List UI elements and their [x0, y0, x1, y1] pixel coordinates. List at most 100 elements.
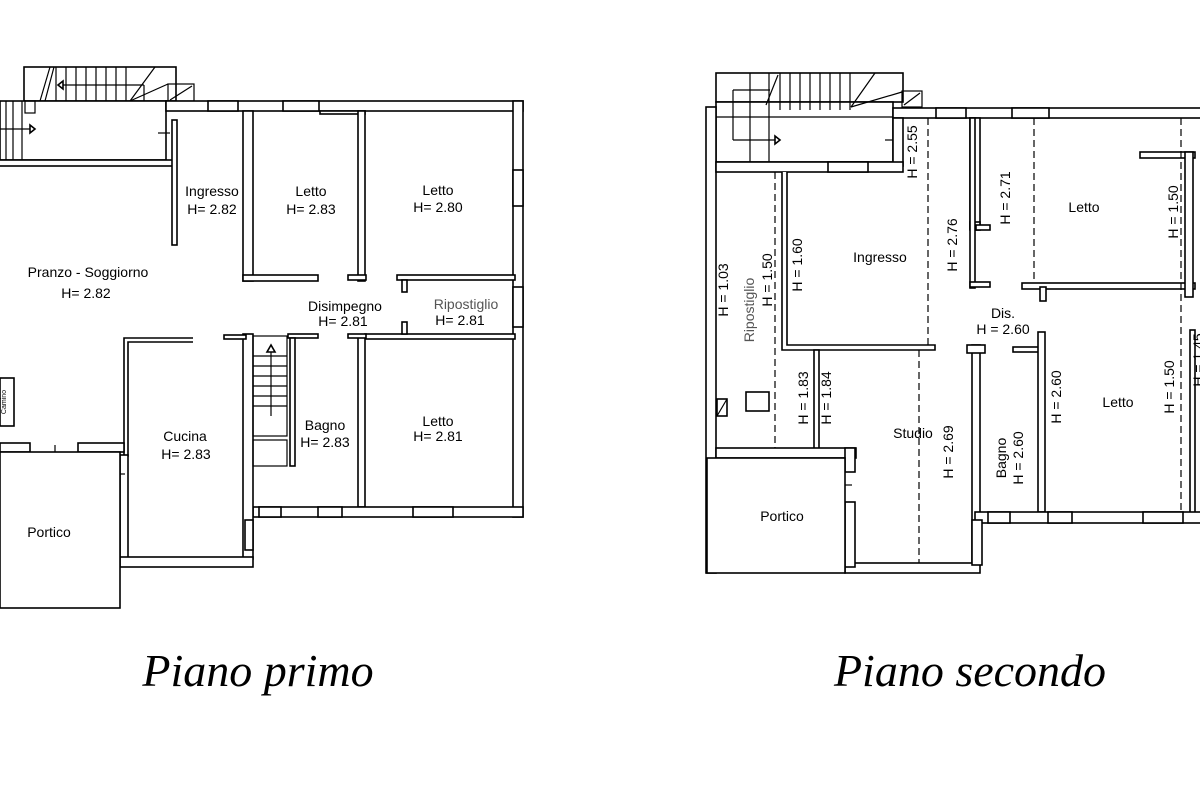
fireplace	[0, 377, 15, 427]
room-height-bagno: H= 2.83	[300, 434, 350, 450]
camino-label: Camino	[1, 390, 8, 414]
wall	[1139, 151, 1196, 159]
height-label: H = 1.60	[789, 238, 805, 292]
portico-outline	[0, 451, 121, 609]
window	[317, 506, 343, 518]
room-label-ingresso: Ingresso	[185, 183, 239, 199]
height-label: H = 1.45	[1190, 333, 1200, 387]
wall	[252, 506, 524, 518]
wall	[287, 333, 319, 339]
cucina-walls	[112, 337, 254, 568]
window	[512, 286, 524, 328]
wall	[401, 279, 408, 293]
wall	[396, 274, 516, 281]
wall	[971, 519, 983, 566]
window	[258, 506, 282, 518]
room-height-disimpegno: H= 2.81	[318, 313, 368, 329]
wall	[844, 447, 856, 473]
wall	[966, 344, 986, 354]
room-height-ripostiglio: H= 2.81	[435, 312, 485, 328]
room-label-portico: Portico	[760, 508, 804, 524]
wall	[1021, 282, 1196, 290]
wall	[1184, 151, 1194, 298]
window	[935, 107, 967, 119]
room-height-cucina: H= 2.83	[161, 446, 211, 462]
height-label: H = 1.50	[1161, 360, 1177, 414]
room-label-letto: Letto	[295, 183, 326, 199]
wall	[0, 159, 175, 167]
wall	[77, 442, 125, 453]
height-label: H = 1.03	[715, 263, 731, 317]
room-height-ingresso: H= 2.82	[187, 201, 237, 217]
room-label-cucina: Cucina	[163, 428, 207, 444]
room-label-letto: Letto	[1102, 394, 1133, 410]
plan-piano-secondo: Ingresso Ripostiglio Studio Portico Lett…	[705, 72, 1200, 696]
wall	[892, 117, 904, 167]
wall	[844, 501, 856, 568]
window	[987, 511, 1011, 524]
room-label-letto: Letto	[422, 182, 453, 198]
wall	[781, 172, 936, 351]
room-label-studio: Studio	[893, 425, 933, 441]
wall	[969, 117, 976, 289]
window	[827, 161, 869, 173]
room-label-disimpegno: Disimpegno	[308, 298, 382, 314]
wall	[715, 161, 904, 173]
window	[207, 100, 239, 112]
height-label: H = 1.84	[818, 371, 834, 425]
wall	[715, 447, 857, 459]
wall	[289, 337, 296, 467]
window	[512, 169, 524, 207]
plan-title: Piano primo	[141, 645, 373, 696]
wall	[357, 335, 366, 508]
wall	[1012, 346, 1041, 353]
room-label-pranzo-soggiorno: Pranzo - Soggiorno	[28, 264, 149, 280]
window	[1047, 511, 1073, 524]
room-height-pranzo-soggiorno: H= 2.82	[61, 285, 111, 301]
height-label: H = 2.55	[904, 125, 920, 179]
height-label: H = 2.76	[944, 218, 960, 272]
room-height-letto: H= 2.80	[413, 199, 463, 215]
room-label-ingresso: Ingresso	[853, 249, 907, 265]
room-label-bagno: Bagno	[305, 417, 346, 433]
wall	[974, 511, 1200, 524]
window	[412, 506, 454, 518]
window	[282, 100, 320, 112]
room-label-letto: Letto	[422, 413, 453, 429]
window	[1011, 107, 1050, 119]
room-height-letto: H= 2.81	[413, 428, 463, 444]
wall	[1037, 331, 1046, 513]
height-label: H = 1.50	[759, 253, 775, 307]
wall	[171, 119, 178, 246]
room-label-ripostiglio: Ripostiglio	[434, 296, 499, 312]
wall	[347, 274, 367, 281]
wall	[357, 110, 366, 282]
ceiling-height-lines	[774, 118, 1182, 563]
wall	[0, 442, 31, 453]
wall	[975, 224, 991, 231]
room-height-bagno: H = 2.60	[1010, 431, 1026, 485]
room-height-letto: H= 2.83	[286, 201, 336, 217]
window	[1142, 511, 1184, 524]
skylight	[745, 391, 770, 412]
height-label: H = 2.71	[997, 171, 1013, 225]
wall	[242, 110, 254, 282]
room-height-dis: H = 2.60	[976, 321, 1030, 337]
wall	[347, 333, 367, 339]
wall	[242, 274, 319, 282]
plan-piano-primo: Camino Ingresso H= 2.82 Letto H= 2.83 Le…	[0, 66, 524, 696]
room-label-ripostiglio: Ripostiglio	[741, 277, 757, 342]
room-label-bagno: Bagno	[993, 438, 1009, 479]
height-label: H = 2.69	[940, 425, 956, 479]
height-label: H = 1.83	[795, 371, 811, 425]
plan-title: Piano secondo	[833, 645, 1106, 696]
height-label: H = 2.60	[1048, 370, 1064, 424]
wall	[969, 281, 991, 288]
room-label-portico: Portico	[27, 524, 71, 540]
wall	[364, 333, 516, 340]
room-label-dis: Dis.	[991, 305, 1015, 321]
staircase-top	[715, 72, 923, 163]
landing	[0, 100, 170, 161]
wall	[1039, 286, 1047, 302]
